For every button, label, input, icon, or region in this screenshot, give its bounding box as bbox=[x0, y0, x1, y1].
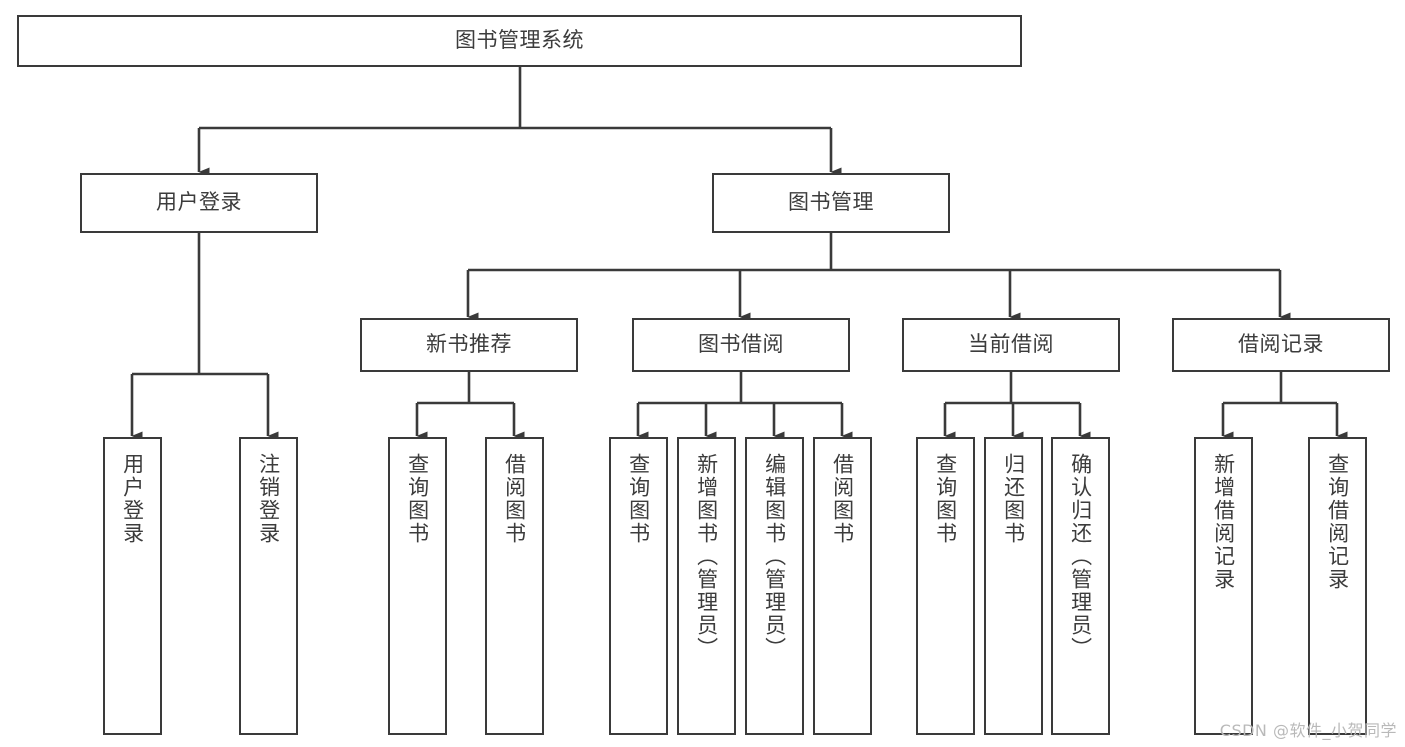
node-book-management[interactable]: 图书管理 bbox=[712, 173, 950, 233]
node-label: 查询图书 bbox=[405, 453, 430, 545]
csdn-watermark: CSDN @软件_小贺同学 bbox=[1219, 721, 1397, 740]
node-new-book-recommend[interactable]: 新书推荐 bbox=[360, 318, 578, 372]
node-current-borrow[interactable]: 当前借阅 bbox=[902, 318, 1120, 372]
node-label: 图书借阅 bbox=[698, 332, 784, 357]
leaf-new-book-query-book[interactable]: 查询图书 bbox=[388, 437, 447, 735]
leaf-book-borrow-borrow-book[interactable]: 借阅图书 bbox=[813, 437, 872, 735]
node-label: 注销登录 bbox=[256, 453, 281, 545]
node-label: 新增图书（管理员） bbox=[694, 453, 719, 660]
node-label: 查询图书 bbox=[626, 453, 651, 545]
leaf-current-borrow-return-book[interactable]: 归还图书 bbox=[984, 437, 1043, 735]
node-label: 图书管理系统 bbox=[455, 28, 584, 53]
node-label: 编辑图书（管理员） bbox=[762, 453, 787, 660]
node-label: 用户登录 bbox=[120, 453, 145, 545]
node-label: 图书管理 bbox=[788, 190, 874, 215]
node-book-borrow[interactable]: 图书借阅 bbox=[632, 318, 850, 372]
node-label: 借阅记录 bbox=[1238, 332, 1324, 357]
node-label: 当前借阅 bbox=[968, 332, 1054, 357]
node-root-book-management-system[interactable]: 图书管理系统 bbox=[17, 15, 1022, 67]
leaf-borrow-record-add-record[interactable]: 新增借阅记录 bbox=[1194, 437, 1253, 735]
node-borrow-record[interactable]: 借阅记录 bbox=[1172, 318, 1390, 372]
leaf-current-borrow-confirm-return-admin[interactable]: 确认归还（管理员） bbox=[1051, 437, 1110, 735]
node-label: 新书推荐 bbox=[426, 332, 512, 357]
leaf-user-login-signin[interactable]: 用户登录 bbox=[103, 437, 162, 735]
node-label: 借阅图书 bbox=[830, 453, 855, 545]
leaf-book-borrow-query-book[interactable]: 查询图书 bbox=[609, 437, 668, 735]
node-label: 用户登录 bbox=[156, 190, 242, 215]
node-label: 确认归还（管理员） bbox=[1068, 453, 1093, 660]
leaf-current-borrow-query-book[interactable]: 查询图书 bbox=[916, 437, 975, 735]
node-user-login[interactable]: 用户登录 bbox=[80, 173, 318, 233]
leaf-user-login-signout[interactable]: 注销登录 bbox=[239, 437, 298, 735]
node-label: 查询图书 bbox=[933, 453, 958, 545]
node-label: 借阅图书 bbox=[502, 453, 527, 545]
leaf-book-borrow-add-book-admin[interactable]: 新增图书（管理员） bbox=[677, 437, 736, 735]
node-label: 新增借阅记录 bbox=[1211, 453, 1236, 591]
leaf-book-borrow-edit-book-admin[interactable]: 编辑图书（管理员） bbox=[745, 437, 804, 735]
node-label: 查询借阅记录 bbox=[1325, 453, 1350, 591]
leaf-borrow-record-query-record[interactable]: 查询借阅记录 bbox=[1308, 437, 1367, 735]
leaf-new-book-borrow-book[interactable]: 借阅图书 bbox=[485, 437, 544, 735]
node-label: 归还图书 bbox=[1001, 453, 1026, 545]
